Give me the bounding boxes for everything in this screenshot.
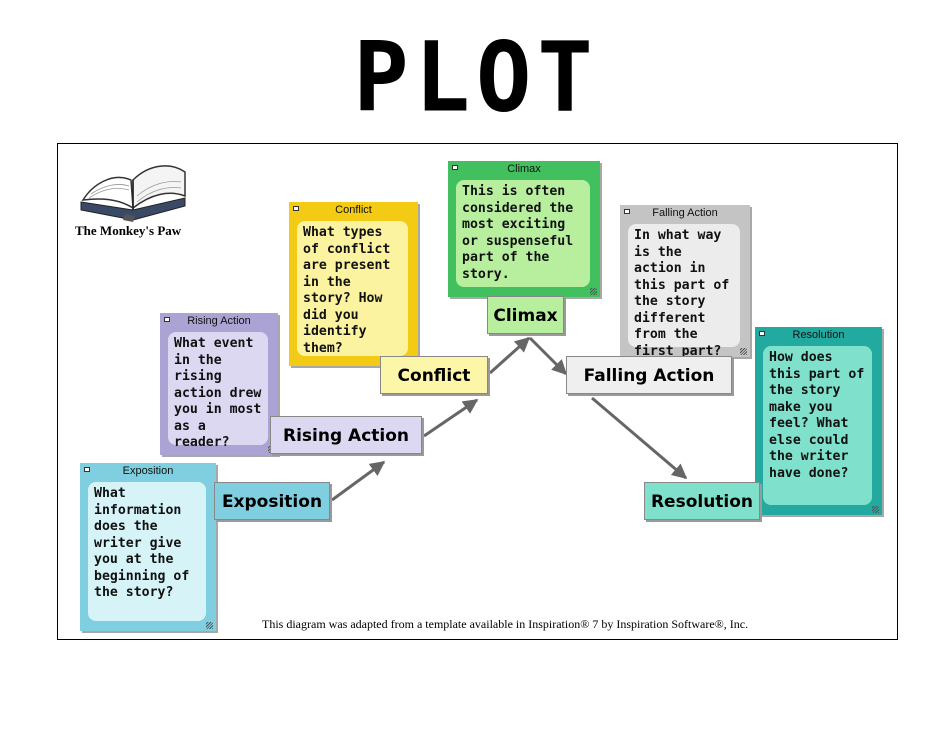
conflict-question: What types of conflict are present in th…	[297, 221, 408, 356]
open-book-icon	[73, 150, 193, 226]
climax-card-header: Climax	[448, 161, 600, 177]
rising-action-question: What event in the rising action drew you…	[168, 332, 268, 445]
story-title-caption: The Monkey's Paw	[75, 223, 181, 239]
falling-action-card: Falling Action In what way is the action…	[620, 205, 750, 357]
resolution-card: Resolution How does this part of the sto…	[755, 327, 882, 515]
resize-grip-icon	[206, 622, 213, 629]
resize-grip-icon	[590, 288, 597, 295]
footer-credit: This diagram was adapted from a template…	[262, 617, 748, 632]
pin-icon	[164, 317, 170, 322]
page-title: PLOT	[0, 30, 952, 127]
exposition-card: Exposition What information does the wri…	[80, 463, 216, 631]
conflict-label: Conflict	[380, 356, 488, 394]
rising-action-card-header: Rising Action	[160, 313, 278, 329]
exposition-card-header: Exposition	[80, 463, 216, 479]
resize-grip-icon	[740, 348, 747, 355]
resolution-question: How does this part of the story make you…	[763, 346, 872, 505]
falling-action-question: In what way is the action in this part o…	[628, 224, 740, 347]
pin-icon	[624, 209, 630, 214]
climax-question: This is often considered the most exciti…	[456, 180, 590, 287]
pin-icon	[84, 467, 90, 472]
exposition-label: Exposition	[214, 482, 330, 520]
resolution-card-header: Resolution	[755, 327, 882, 343]
climax-card: Climax This is often considered the most…	[448, 161, 600, 297]
resolution-label: Resolution	[644, 482, 760, 520]
pin-icon	[452, 165, 458, 170]
resize-grip-icon	[872, 506, 879, 513]
conflict-card: Conflict What types of conflict are pres…	[289, 202, 418, 366]
pin-icon	[759, 331, 765, 336]
falling-action-card-header: Falling Action	[620, 205, 750, 221]
conflict-card-header: Conflict	[289, 202, 418, 218]
pin-icon	[293, 206, 299, 211]
climax-label: Climax	[487, 296, 564, 334]
exposition-question: What information does the writer give yo…	[88, 482, 206, 621]
rising-action-label: Rising Action	[270, 416, 422, 454]
falling-action-label: Falling Action	[566, 356, 732, 394]
rising-action-card: Rising Action What event in the rising a…	[160, 313, 278, 455]
